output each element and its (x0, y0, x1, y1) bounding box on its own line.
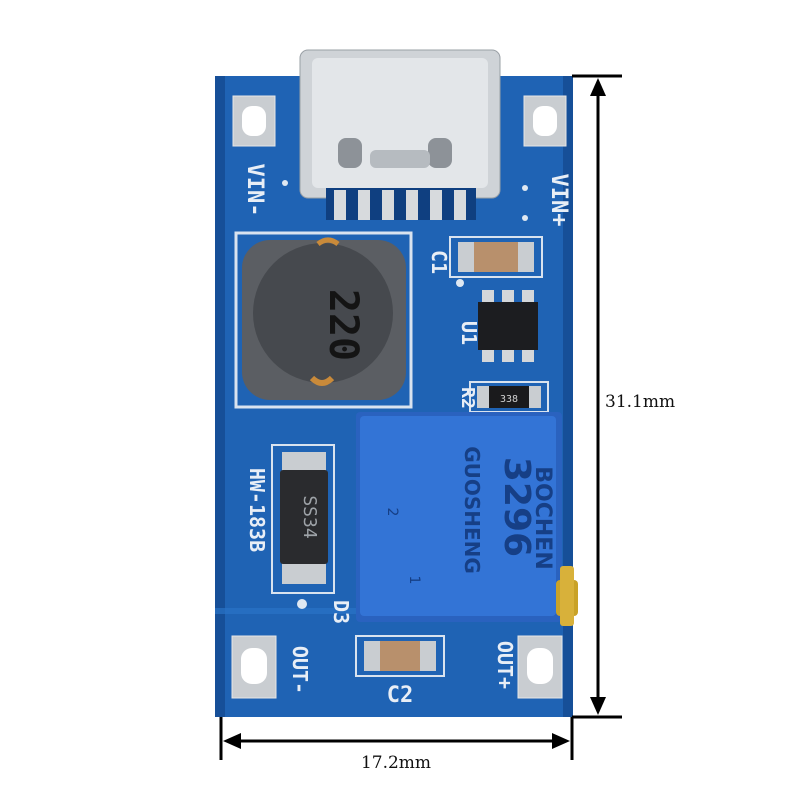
height-label: 31.1mm (605, 392, 675, 412)
label-out-plus: OUT+ (493, 641, 517, 689)
chip-u1 (478, 290, 538, 362)
label-d3: D3 (329, 600, 353, 624)
pot-model: 3296 (496, 457, 537, 557)
pot-pin-1: 1 (406, 576, 422, 585)
diode-d3: SS34 (271, 444, 335, 594)
inductor-marking: 220 (320, 289, 366, 361)
mounting-hole-top-left (232, 95, 276, 147)
label-u1: U1 (457, 321, 481, 345)
height-dimension: 31.1mm (572, 74, 675, 719)
resistor-marking: 338 (500, 394, 518, 405)
via (297, 599, 307, 609)
via (522, 215, 528, 221)
label-r2: R2 (457, 387, 478, 409)
label-c2: C2 (387, 683, 414, 708)
potentiometer: BOCHEN 3296 GUOSHENG 2 1 (356, 412, 578, 626)
width-dimension: 17.2mm (219, 717, 574, 773)
width-label: 17.2mm (361, 753, 431, 773)
inductor: 220 (234, 231, 413, 409)
mounting-hole-top-right (523, 95, 567, 147)
mounting-hole-bottom-right (517, 635, 563, 699)
label-c1: C1 (427, 250, 451, 274)
via (282, 180, 288, 186)
resistor-r2: 338 (469, 381, 549, 413)
label-out-minus: OUT- (288, 646, 312, 694)
via (456, 279, 464, 287)
label-vin-plus: VIN+ (546, 174, 571, 227)
label-vin-minus: VIN- (242, 164, 267, 217)
mounting-hole-bottom-left (231, 635, 277, 699)
label-model: HW-183B (245, 468, 269, 552)
pot-pin-2: 2 (384, 508, 400, 517)
capacitor-c2 (355, 635, 445, 677)
usb-c-connector (299, 49, 501, 220)
pot-brand: BOCHEN (530, 466, 555, 569)
diode-marking: SS34 (299, 495, 320, 538)
via (522, 185, 528, 191)
pot-maker: GUOSHENG (460, 446, 484, 574)
capacitor-c1 (449, 236, 543, 278)
